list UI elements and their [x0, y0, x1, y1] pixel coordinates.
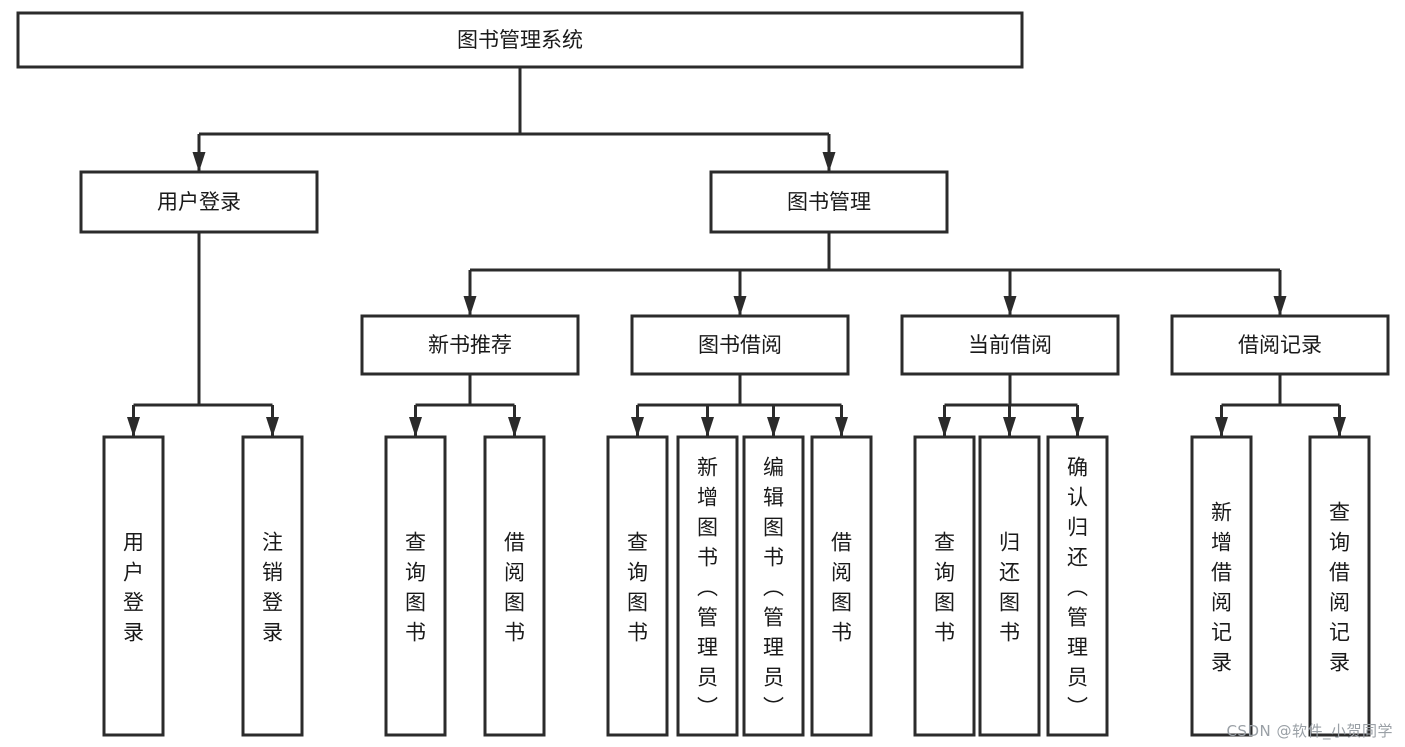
node-查询借阅记录[interactable]: 查询借阅记录 — [1308, 435, 1371, 737]
node-box-归还图书 — [978, 435, 1041, 737]
node-label-借阅图书: 借阅图书 — [831, 530, 852, 644]
arrow-head-books-0 — [463, 296, 477, 316]
node-新增借阅记录[interactable]: 新增借阅记录 — [1190, 435, 1253, 737]
node-label-图书借阅: 图书借阅 — [698, 333, 782, 357]
node-box-新书推荐 — [360, 314, 580, 376]
arrow-head-user-1 — [266, 417, 279, 437]
node-当前借阅[interactable]: 当前借阅 — [900, 314, 1120, 376]
node-图书管理系统[interactable]: 图书管理系统 — [16, 11, 1024, 69]
node-label-借阅记录: 借阅记录 — [1238, 333, 1322, 357]
arrow-head-books-1 — [733, 296, 747, 316]
node-box-查询图书 — [913, 435, 976, 737]
arrow-head-l3-3-0 — [1215, 417, 1228, 437]
node-box-注销登录 — [241, 435, 304, 737]
node-layer: 图书管理系统用户登录图书管理新书推荐图书借阅当前借阅借阅记录用户登录注销登录查询… — [16, 11, 1390, 737]
arrow-head-l3-2-0 — [938, 417, 951, 437]
node-借阅记录[interactable]: 借阅记录 — [1170, 314, 1390, 376]
arrow-head-l3-2-2 — [1071, 417, 1084, 437]
node-查询图书[interactable]: 查询图书 — [606, 435, 669, 737]
node-box-用户登录 — [79, 170, 319, 234]
node-label-用户登录: 用户登录 — [123, 530, 144, 644]
arrow-head-l3-0-1 — [508, 417, 521, 437]
node-box-借阅记录 — [1170, 314, 1390, 376]
node-box-图书管理系统 — [16, 11, 1024, 69]
arrow-head-l3-1-3 — [835, 417, 848, 437]
node-新书推荐[interactable]: 新书推荐 — [360, 314, 580, 376]
node-label-查询图书: 查询图书 — [934, 530, 955, 644]
node-label-归还图书: 归还图书 — [999, 530, 1020, 644]
node-label-新书推荐: 新书推荐 — [428, 333, 512, 357]
node-label-新增借阅记录: 新增借阅记录 — [1211, 500, 1232, 674]
node-借阅图书[interactable]: 借阅图书 — [483, 435, 546, 737]
arrow-head-root-1 — [822, 152, 836, 172]
node-label-查询图书: 查询图书 — [627, 530, 648, 644]
node-label-借阅图书: 借阅图书 — [504, 530, 525, 644]
node-label-图书管理系统: 图书管理系统 — [457, 28, 583, 52]
node-label-确认归还管理员: 确认归还︵管理员︶ — [1067, 455, 1088, 719]
node-box-确认归还管理员 — [1046, 435, 1109, 737]
node-图书管理[interactable]: 图书管理 — [709, 170, 949, 234]
node-label-用户登录: 用户登录 — [157, 190, 241, 214]
node-用户登录[interactable]: 用户登录 — [102, 435, 165, 737]
node-box-查询图书 — [384, 435, 447, 737]
arrow-head-books-3 — [1273, 296, 1287, 316]
node-box-查询图书 — [606, 435, 669, 737]
arrow-head-l3-2-1 — [1003, 417, 1016, 437]
node-查询图书[interactable]: 查询图书 — [913, 435, 976, 737]
arrow-head-l3-1-1 — [701, 417, 714, 437]
node-注销登录[interactable]: 注销登录 — [241, 435, 304, 737]
node-查询图书[interactable]: 查询图书 — [384, 435, 447, 737]
arrow-head-root-0 — [192, 152, 206, 172]
node-用户登录[interactable]: 用户登录 — [79, 170, 319, 234]
node-label-注销登录: 注销登录 — [262, 530, 283, 644]
arrow-head-user-0 — [127, 417, 140, 437]
node-编辑图书管理员[interactable]: 编辑图书︵管理员︶ — [742, 435, 805, 737]
node-box-新增图书管理员 — [676, 435, 739, 737]
node-确认归还管理员[interactable]: 确认归还︵管理员︶ — [1046, 435, 1109, 737]
arrow-head-books-2 — [1003, 296, 1017, 316]
node-box-图书借阅 — [630, 314, 850, 376]
node-box-新增借阅记录 — [1190, 435, 1253, 737]
node-label-查询图书: 查询图书 — [405, 530, 426, 644]
node-新增图书管理员[interactable]: 新增图书︵管理员︶ — [676, 435, 739, 737]
node-label-新增图书管理员: 新增图书︵管理员︶ — [697, 455, 718, 719]
node-图书借阅[interactable]: 图书借阅 — [630, 314, 850, 376]
node-借阅图书[interactable]: 借阅图书 — [810, 435, 873, 737]
node-label-当前借阅: 当前借阅 — [968, 333, 1052, 357]
node-归还图书[interactable]: 归还图书 — [978, 435, 1041, 737]
node-box-借阅图书 — [483, 435, 546, 737]
node-label-编辑图书管理员: 编辑图书︵管理员︶ — [763, 455, 784, 719]
arrow-head-l3-1-0 — [631, 417, 644, 437]
arrow-head-l3-3-1 — [1333, 417, 1346, 437]
node-box-编辑图书管理员 — [742, 435, 805, 737]
node-box-借阅图书 — [810, 435, 873, 737]
node-box-用户登录 — [102, 435, 165, 737]
watermark-label: CSDN @软件_小贺同学 — [1226, 722, 1393, 740]
arrow-head-l3-1-2 — [767, 417, 780, 437]
node-box-图书管理 — [709, 170, 949, 234]
node-label-图书管理: 图书管理 — [787, 190, 871, 214]
node-box-当前借阅 — [900, 314, 1120, 376]
connector-layer — [127, 67, 1346, 437]
node-label-查询借阅记录: 查询借阅记录 — [1329, 500, 1350, 674]
arrow-head-l3-0-0 — [409, 417, 422, 437]
node-box-查询借阅记录 — [1308, 435, 1371, 737]
